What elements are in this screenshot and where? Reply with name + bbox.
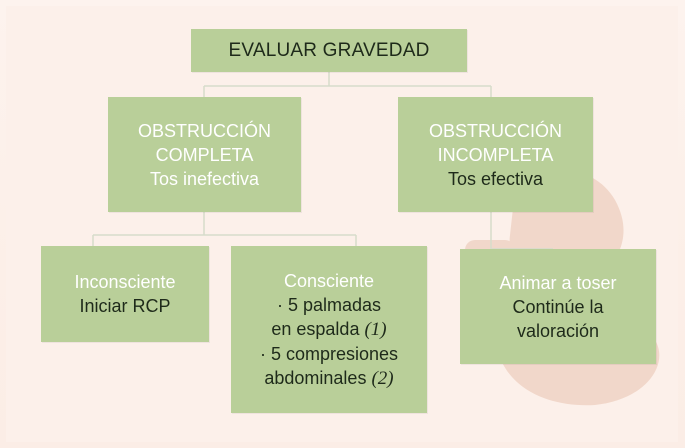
abdominal-thrusts-text: · 5 compresiones: [259, 343, 399, 364]
conscious-box: Consciente · 5 palmadas en espalda (1) ·…: [231, 246, 427, 413]
start-cpr-label: Iniciar RCP: [79, 296, 171, 316]
encourage-cough-box: Animar a toser Continúe la valoración: [460, 249, 656, 364]
evaluate-severity-label: EVALUAR GRAVEDAD: [228, 39, 430, 61]
reference-2: (2): [371, 367, 394, 389]
complete-obstruction-line2: COMPLETA: [155, 144, 254, 165]
encourage-cough-label: Animar a toser: [499, 272, 617, 293]
back-blows-text-cont: en espalda: [271, 318, 360, 339]
back-blows-item: · 5 palmadas: [277, 293, 381, 317]
incomplete-obstruction-line1: OBSTRUCCIÓN: [428, 120, 562, 141]
back-blows-item-cont: en espalda (1): [271, 317, 386, 342]
unconscious-label: Inconsciente: [74, 272, 176, 292]
back-blows-text: · 5 palmadas: [276, 294, 382, 315]
evaluate-severity-box: EVALUAR GRAVEDAD: [191, 29, 467, 72]
abdominal-thrusts-item-cont: abdominales (2): [264, 366, 393, 391]
abdominal-thrusts-item: · 5 compresiones: [260, 342, 398, 366]
continue-assessment-line1: Continúe la: [512, 296, 604, 317]
unconscious-box: Inconsciente Iniciar RCP: [41, 246, 209, 342]
conscious-label: Consciente: [283, 270, 375, 291]
reference-1: (1): [364, 318, 387, 340]
abdominal-thrusts-text-cont: abdominales: [264, 367, 367, 388]
incomplete-obstruction-line2: INCOMPLETA: [437, 144, 554, 165]
effective-cough-label: Tos efectiva: [447, 168, 544, 189]
incomplete-obstruction-box: OBSTRUCCIÓN INCOMPLETA Tos efectiva: [398, 97, 593, 212]
ineffective-cough-label: Tos inefectiva: [149, 168, 260, 189]
continue-assessment-line2: valoración: [516, 320, 600, 341]
complete-obstruction-line1: OBSTRUCCIÓN: [137, 120, 271, 141]
complete-obstruction-box: OBSTRUCCIÓN COMPLETA Tos inefectiva: [108, 97, 301, 212]
